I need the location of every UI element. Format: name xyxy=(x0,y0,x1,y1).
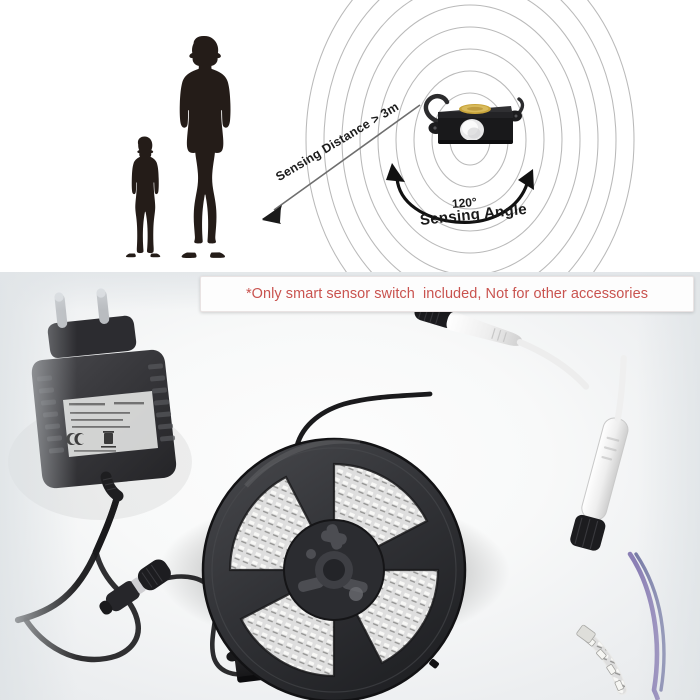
notice-banner: *Only smart sensor switch included, Not … xyxy=(200,276,694,312)
sensing-angle-arc xyxy=(386,163,534,224)
sensing-ring-3 xyxy=(413,70,527,210)
adult-silhouette xyxy=(179,35,231,259)
sensing-ring-6 xyxy=(359,4,581,272)
power-adapter xyxy=(31,288,177,502)
led-strip-reel xyxy=(201,437,467,700)
sensor-module-diagram xyxy=(423,93,525,144)
controller-wires xyxy=(627,551,666,693)
dc-barrel-connector xyxy=(99,559,171,615)
eu-plug-pins xyxy=(47,288,137,358)
sensing-ring-9 xyxy=(305,0,635,272)
sensing-distance-arrow xyxy=(262,104,421,224)
adapter-label xyxy=(63,391,158,457)
sensing-ring-7 xyxy=(341,0,599,272)
notice-text: *Only smart sensor switch included, Not … xyxy=(245,286,648,302)
inline-controller xyxy=(570,355,629,551)
white-dc-jack xyxy=(414,301,590,390)
product-photo-panel xyxy=(0,272,700,700)
sensing-ring-5 xyxy=(377,26,563,254)
led-strip-tail xyxy=(576,624,627,695)
child-silhouette xyxy=(125,136,161,258)
sensing-ring-4 xyxy=(395,48,545,232)
sensing-rings xyxy=(305,0,635,272)
sensing-ring-8 xyxy=(323,0,617,272)
sensing-diagram-panel: Sensing Distance > 3m 120° Sensing Angle xyxy=(0,0,700,272)
product-photo xyxy=(8,288,666,700)
